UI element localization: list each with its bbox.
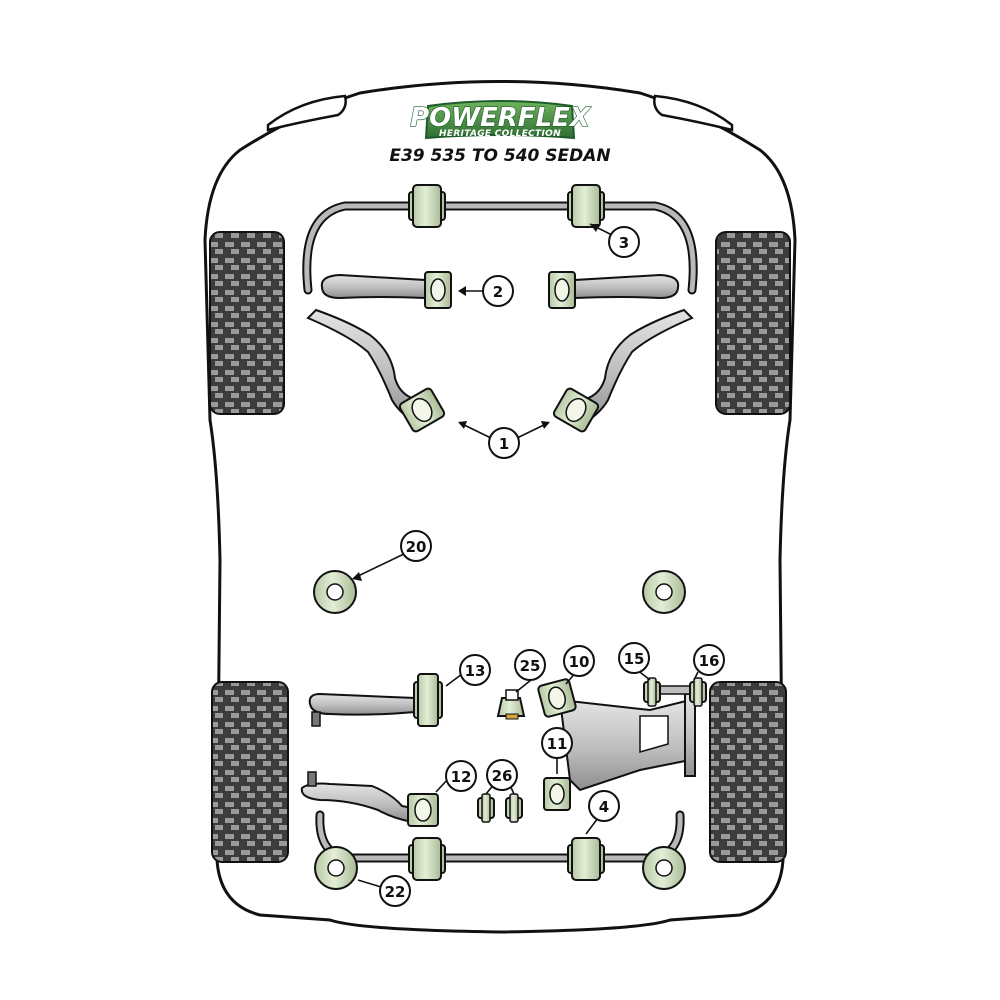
logo-brand: POWERFLEX — [410, 103, 592, 133]
mount-20-left — [313, 570, 357, 614]
bush-2-right — [548, 271, 576, 309]
rear-left-arms — [300, 673, 443, 827]
tyres — [209, 231, 791, 863]
mount-20-right — [642, 570, 686, 614]
front-anti-roll-bar — [302, 184, 698, 295]
svg-text:16: 16 — [699, 652, 720, 670]
leader-arrowheads — [352, 224, 600, 581]
bush-1-left — [398, 387, 446, 433]
svg-text:10: 10 — [569, 653, 590, 671]
callout-26: 26 — [486, 759, 518, 791]
svg-text:13: 13 — [465, 662, 486, 680]
svg-text:3: 3 — [619, 234, 629, 252]
diagram-title: E39 535 TO 540 SEDAN — [389, 146, 610, 166]
callout-3: 3 — [608, 226, 640, 258]
rear-wishbone — [537, 677, 707, 811]
callout-10: 10 — [563, 645, 595, 677]
bush-3-left — [408, 184, 446, 228]
svg-text:11: 11 — [547, 735, 568, 753]
bush-12 — [407, 793, 439, 827]
mount-22-left — [314, 846, 358, 890]
bush-13 — [413, 673, 443, 727]
centre-mounts — [313, 570, 686, 614]
bush-4-right — [567, 837, 605, 881]
bush-25 — [496, 689, 526, 720]
tyre-front-right — [715, 231, 791, 415]
svg-text:25: 25 — [520, 657, 541, 675]
callout-13: 13 — [459, 654, 491, 686]
mirror-right — [653, 94, 734, 132]
callout-1: 1 — [488, 427, 520, 459]
svg-text:22: 22 — [385, 883, 406, 901]
bush-10 — [537, 678, 577, 718]
powerflex-logo: POWERFLEX HERITAGE COLLECTION — [410, 100, 592, 140]
bush-16 — [689, 677, 707, 707]
tyre-front-left — [209, 231, 285, 415]
bush-26-pair — [477, 793, 523, 823]
svg-text:4: 4 — [599, 798, 609, 816]
svg-text:20: 20 — [406, 538, 427, 556]
bush-15 — [643, 677, 661, 707]
callout-12: 12 — [445, 760, 477, 792]
callout-25: 25 — [514, 649, 546, 681]
bush-2-left — [424, 271, 452, 309]
svg-text:1: 1 — [499, 435, 509, 453]
bush-4-left — [408, 837, 446, 881]
svg-text:2: 2 — [493, 283, 503, 301]
rear-anti-roll-bar — [314, 810, 686, 890]
callout-16: 16 — [693, 644, 725, 676]
callout-22: 22 — [379, 875, 411, 907]
callout-2: 2 — [482, 275, 514, 307]
callout-15: 15 — [618, 642, 650, 674]
svg-text:12: 12 — [451, 768, 472, 786]
mount-22-right — [642, 846, 686, 890]
tyre-rear-right — [709, 681, 787, 863]
callout-20: 20 — [400, 530, 432, 562]
callout-11: 11 — [541, 727, 573, 759]
tyre-rear-left — [211, 681, 289, 863]
bush-1-right — [552, 387, 600, 433]
callout-4: 4 — [588, 790, 620, 822]
svg-text:15: 15 — [624, 650, 645, 668]
front-tension-struts — [320, 271, 680, 309]
front-control-arms — [306, 308, 694, 433]
logo-subline: HERITAGE COLLECTION — [439, 129, 561, 139]
mirror-left — [266, 94, 347, 132]
bush-11 — [543, 777, 571, 811]
svg-text:26: 26 — [492, 767, 513, 785]
bush-3-right — [567, 184, 605, 228]
